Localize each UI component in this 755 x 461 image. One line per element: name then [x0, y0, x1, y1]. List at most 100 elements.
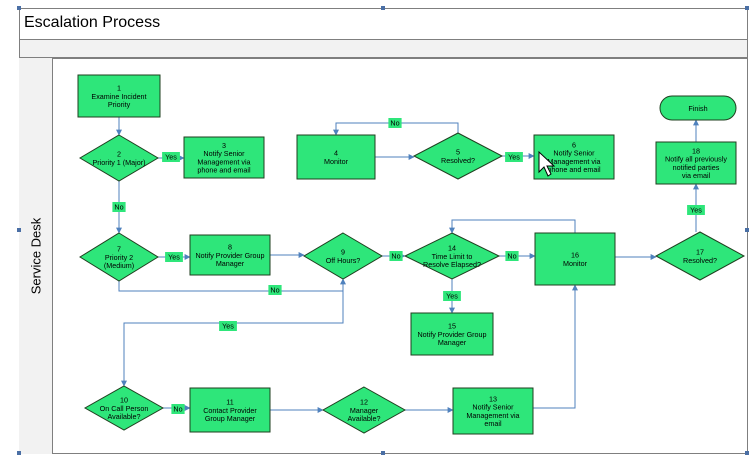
selection-handle[interactable]	[17, 6, 21, 10]
node-text-line: Manager	[438, 338, 467, 347]
node-text-line: Group Manager	[205, 414, 256, 423]
edge-13-16[interactable]	[533, 284, 578, 409]
node-text-line: 3	[222, 141, 226, 150]
connector-label: No	[388, 118, 402, 128]
connector-label-text: No	[507, 252, 516, 261]
node-text-line: 4	[334, 149, 338, 158]
connector-label-text: Yes	[165, 153, 177, 162]
mouse-cursor-icon	[538, 150, 556, 177]
node-text-line: Time Limit to	[432, 252, 473, 261]
decision-shape	[79, 134, 159, 182]
node-text-line: notified parties	[673, 163, 720, 172]
edge-16-14[interactable]	[449, 219, 576, 234]
node-text-line: 11	[226, 398, 233, 407]
connector-label-text: No	[390, 119, 399, 128]
connector-label: Yes	[687, 205, 705, 215]
phase-header-bar	[19, 40, 748, 58]
connector-label-text: Yes	[222, 322, 234, 331]
node-text-line: Contact Provider	[203, 406, 257, 415]
node-text-line: Notify Senior	[472, 403, 514, 412]
node-text-line: Priority 1 (Major)	[92, 158, 145, 167]
decision-shape	[412, 132, 504, 180]
process-shape	[655, 141, 737, 185]
connector-label: Yes	[219, 321, 237, 331]
node-text-line: 13	[489, 395, 497, 404]
node-text-line: 5	[456, 148, 460, 157]
diagram-title-bar: Escalation Process	[19, 8, 748, 40]
connector-label: Yes	[165, 252, 183, 262]
selection-handle[interactable]	[17, 451, 21, 455]
selection-handle[interactable]	[381, 6, 385, 10]
node-text-line: Manager	[216, 259, 245, 268]
decision-shape	[79, 232, 159, 282]
node-text-line: phone and email	[547, 165, 601, 174]
node-text-line: Notify Senior	[203, 149, 245, 158]
node-text-line: Resolved?	[441, 156, 475, 165]
node-text-line: Priority	[108, 100, 131, 109]
connector-label-text: Yes	[508, 153, 520, 162]
node-text-line: 18	[692, 147, 700, 156]
connector-label: No	[389, 251, 403, 261]
connector-label-text: Yes	[446, 292, 458, 301]
connector-label-text: No	[114, 203, 123, 212]
selection-handle[interactable]	[381, 451, 385, 455]
node-text-line: Management via	[197, 157, 250, 166]
connector-label-text: No	[173, 405, 182, 414]
connector-label-text: No	[391, 252, 400, 261]
connector-label: No	[112, 202, 126, 212]
node-text-line: Finish	[688, 104, 707, 113]
node-text-line: Available?	[347, 414, 380, 423]
selection-handle[interactable]	[745, 6, 749, 10]
node-text-line: 12	[360, 398, 368, 407]
node-text-line: phone and email	[197, 166, 251, 175]
connector-label: Yes	[505, 152, 523, 162]
flow-node-finish[interactable]: Finish	[659, 95, 737, 121]
node-text-line: email	[484, 419, 502, 428]
terminator-shape	[659, 95, 737, 121]
process-shape	[77, 74, 161, 118]
node-text-line: Notify Provider Group	[417, 330, 486, 339]
diagram-title: Escalation Process	[24, 14, 161, 31]
process-shape	[296, 134, 376, 180]
decision-shape	[83, 385, 165, 431]
connector-label: No	[505, 251, 519, 261]
node-text-line: 16	[571, 251, 579, 260]
selection-handle[interactable]	[17, 228, 21, 232]
node-text-line: 17	[696, 248, 704, 257]
process-shape	[534, 232, 616, 286]
connector-label-text: Yes	[690, 206, 702, 215]
process-shape	[410, 312, 494, 356]
decision-shape	[654, 231, 746, 281]
decision-shape	[321, 386, 407, 434]
selection-handle[interactable]	[745, 451, 749, 455]
node-text-line: 2	[117, 150, 121, 159]
process-shape	[189, 234, 271, 276]
node-text-line: 8	[228, 243, 232, 252]
selection-handle[interactable]	[745, 228, 749, 232]
node-text-line: Priority 2	[105, 253, 133, 262]
node-text-line: Notify Senior	[553, 149, 595, 158]
node-text-line: 1	[117, 84, 121, 93]
edge-9-10[interactable]	[121, 279, 344, 387]
decision-shape	[403, 232, 501, 280]
edge-7-9[interactable]	[118, 278, 346, 292]
node-text-line: (Medium)	[104, 261, 134, 270]
